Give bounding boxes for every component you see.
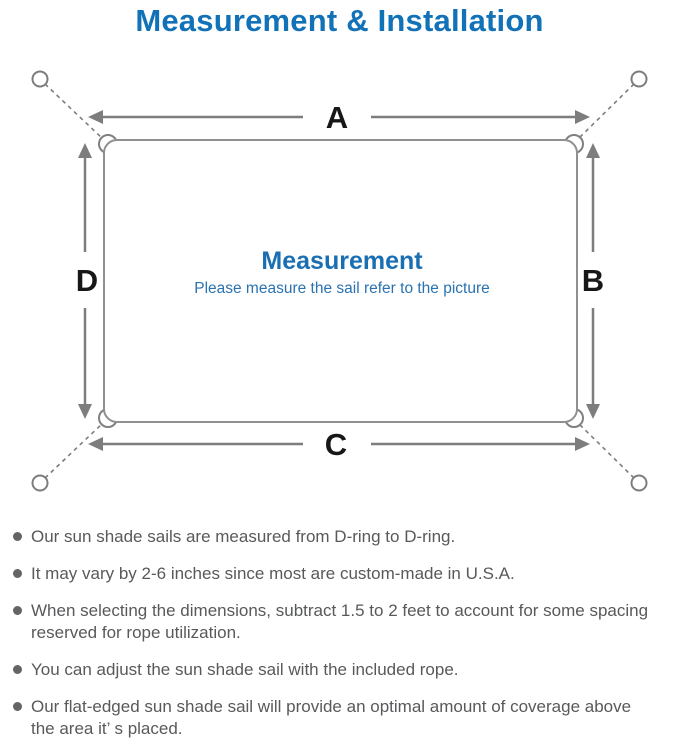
note-item: Our sun shade sails are measured from D-…	[13, 526, 665, 548]
tension-line-bottom-left	[44, 422, 104, 479]
measurement-subtitle: Please measure the sail refer to the pic…	[194, 280, 490, 297]
note-text: Our sun shade sails are measured from D-…	[31, 527, 456, 546]
note-item: It may vary by 2-6 inches since most are…	[13, 563, 665, 585]
anchor-point-icon-top-right	[630, 70, 648, 88]
bullet-icon	[13, 665, 22, 674]
note-item: You can adjust the sun shade sail with t…	[13, 659, 665, 681]
tension-line-top-right	[577, 83, 635, 140]
note-text: Our flat-edged sun shade sail will provi…	[31, 697, 632, 738]
notes-list: Our sun shade sails are measured from D-…	[0, 526, 679, 755]
anchor-point-icon-bottom-left	[31, 474, 49, 492]
note-text: It may vary by 2-6 inches since most are…	[31, 564, 515, 583]
note-text: You can adjust the sun shade sail with t…	[31, 660, 459, 679]
dim-label-d: D	[76, 263, 98, 298]
dimension-arrow-d	[78, 143, 92, 419]
tension-line-top-left	[44, 83, 104, 140]
anchor-point-icon-bottom-right	[630, 474, 648, 492]
bullet-icon	[13, 702, 22, 711]
note-item: When selecting the dimensions, subtract …	[13, 600, 665, 644]
dim-label-b: B	[582, 263, 604, 298]
bullet-icon	[13, 606, 22, 615]
page-title: Measurement & Installation	[135, 3, 544, 38]
dim-label-c: C	[325, 427, 347, 462]
sail-outline	[103, 139, 578, 423]
note-text: When selecting the dimensions, subtract …	[31, 601, 649, 642]
measurement-heading: Measurement	[261, 247, 423, 275]
anchor-point-icon-top-left	[31, 70, 49, 88]
note-item: Our flat-edged sun shade sail will provi…	[13, 696, 665, 740]
dimension-arrow-a	[88, 110, 590, 124]
bullet-icon	[13, 569, 22, 578]
measurement-diagram: A C D B Measurement Please measure the s…	[31, 70, 648, 492]
dim-label-a: A	[326, 100, 348, 135]
dimension-arrow-c	[88, 437, 590, 451]
dimension-arrow-b	[586, 143, 600, 419]
bullet-icon	[13, 532, 22, 541]
tension-line-bottom-right	[577, 422, 635, 479]
